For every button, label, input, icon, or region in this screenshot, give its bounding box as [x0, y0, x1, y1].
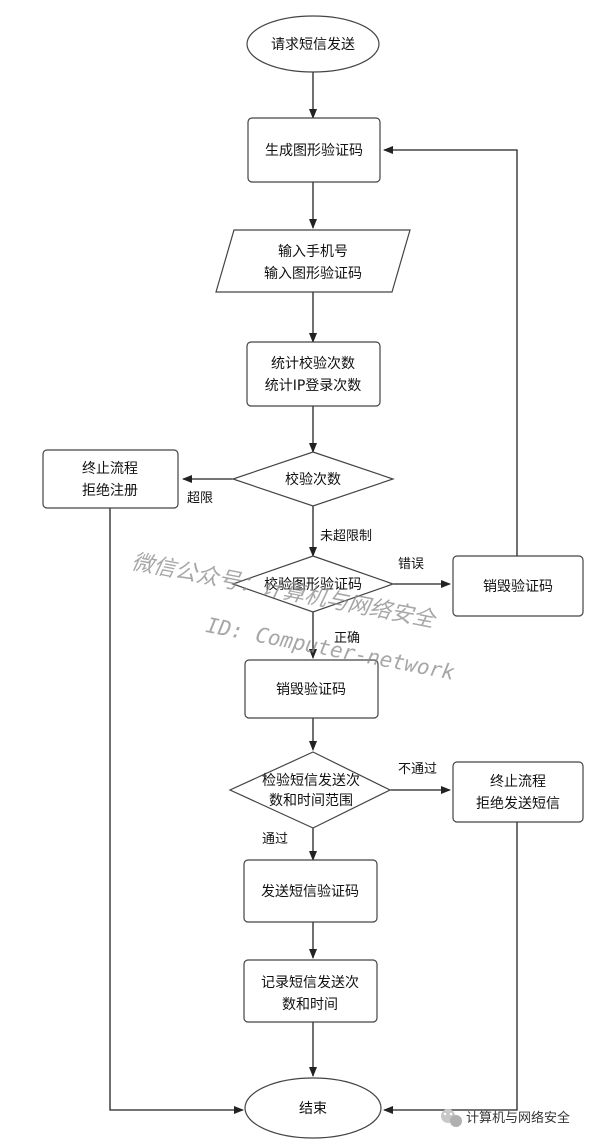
check-captcha-label: 校验图形验证码	[264, 576, 362, 593]
input-label-1: 输入手机号	[278, 244, 348, 260]
record-label-2: 数和时间	[282, 997, 338, 1013]
start-label: 请求短信发送	[271, 37, 355, 53]
end-label: 结束	[299, 1101, 327, 1117]
destroy-captcha-right-label: 销毁验证码	[483, 579, 553, 595]
edge-label-over-limit: 超限	[187, 491, 213, 506]
wechat-icon	[441, 1109, 462, 1127]
count-stats-node: 统计校验次数 统计IP登录次数	[246, 341, 381, 407]
connectors	[109, 72, 518, 1114]
generate-captcha-node: 生成图形验证码	[247, 117, 381, 183]
destroy-captcha-right-node: 销毁验证码	[452, 555, 584, 617]
footer-brand-text: 计算机与网络安全	[466, 1110, 570, 1126]
count-stats-label-1: 统计校验次数	[271, 355, 355, 372]
edge-label-correct: 正确	[334, 631, 360, 646]
stop-sms-label-1: 终止流程	[490, 774, 546, 790]
check-count-label: 校验次数	[285, 471, 341, 488]
edge-label-wrong: 错误	[398, 557, 424, 572]
stop-register-label-1: 终止流程	[82, 461, 138, 477]
send-sms-label: 发送短信验证码	[261, 884, 359, 900]
check-sms-decision: 检验短信发送次 数和时间范围	[228, 751, 392, 829]
generate-captcha-label: 生成图形验证码	[265, 143, 363, 159]
destroy-captcha-node: 销毁验证码	[244, 659, 379, 719]
watermark-line-1: 微信公众号：计算机与网络安全	[129, 550, 439, 634]
footer-brand: 计算机与网络安全	[441, 1109, 570, 1127]
start-node: 请求短信发送	[246, 15, 380, 73]
record-node: 记录短信发送次 数和时间	[243, 959, 378, 1023]
edge-label-not-over-limit: 未超限制	[320, 529, 372, 544]
stop-sms-label-2: 拒绝发送短信	[476, 796, 560, 812]
count-stats-label-2: 统计IP登录次数	[265, 378, 362, 394]
send-sms-node: 发送短信验证码	[243, 859, 378, 923]
check-count-decision: 校验次数	[231, 451, 395, 507]
check-sms-label-1: 检验短信发送次	[262, 773, 360, 789]
check-captcha-decision: 校验图形验证码	[231, 555, 395, 613]
input-node: 输入手机号 输入图形验证码	[215, 229, 411, 293]
edge-label-pass: 通过	[262, 832, 288, 847]
stop-sms-node: 终止流程 拒绝发送短信	[452, 761, 584, 823]
input-label-2: 输入图形验证码	[264, 266, 362, 282]
check-sms-label-2: 数和时间范围	[269, 792, 353, 809]
stop-register-label-2: 拒绝注册	[82, 483, 138, 499]
record-label-1: 记录短信发送次	[261, 975, 359, 991]
destroy-captcha-label: 销毁验证码	[276, 682, 346, 698]
stop-register-node: 终止流程 拒绝注册	[42, 449, 179, 509]
edge-label-not-pass: 不通过	[398, 762, 437, 777]
end-node: 结束	[244, 1077, 382, 1139]
